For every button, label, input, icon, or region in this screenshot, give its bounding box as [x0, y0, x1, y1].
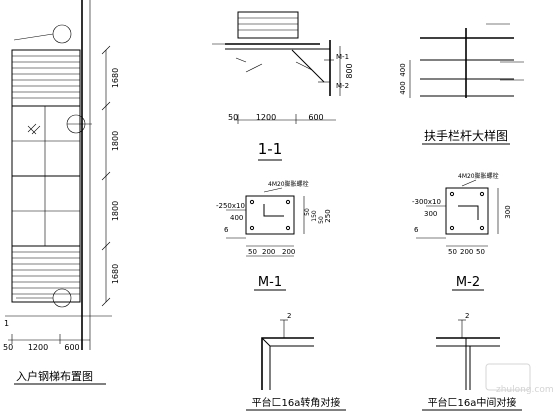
- m1-dim-v-3: 50: [318, 216, 325, 224]
- embed-symbol: [27, 123, 41, 135]
- section-treads: [238, 17, 298, 31]
- plan-dim-v-4: 1680: [111, 264, 120, 284]
- m1-bolt-note: 4M20膨胀螺栓: [268, 180, 309, 188]
- watermark-text: zhulong.com: [496, 385, 554, 395]
- m1-dim-v-total: 250: [324, 209, 332, 222]
- section-dim-v-text: 800: [345, 63, 354, 78]
- upper-flight-treads: [12, 55, 80, 99]
- section-label-m2: M-2: [336, 82, 349, 90]
- m2-title: M-2: [456, 275, 480, 290]
- m1-marker: 6: [224, 226, 229, 234]
- m2-dim-v-total: 300: [504, 205, 512, 218]
- m2-dim-h-3: 50: [476, 248, 485, 256]
- plan-section-marker: 1: [4, 319, 9, 328]
- mid-title: 平台匚16a中间对接: [428, 396, 517, 409]
- corner-joint-detail: 2 平台匚16a转角对接: [246, 312, 346, 411]
- m2-channel: [458, 205, 479, 220]
- section-title: 1-1: [258, 140, 283, 158]
- m2-bolt-note: 4M20膨胀螺栓: [458, 172, 499, 180]
- m1-bolts: [249, 199, 291, 231]
- mid-joint-detail: 2 平台匚16a中间对接: [422, 312, 522, 411]
- corner-title: 平台匚16a转角对接: [252, 396, 341, 409]
- m1-dim-v-2: 150: [311, 210, 318, 222]
- section-dim-h-2: 1200: [256, 113, 276, 122]
- m1-dim-h-2: 200: [262, 248, 275, 256]
- plate-m2: -300x10 300 4M20膨胀螺栓 6 50 200 50 300 M-2: [412, 172, 512, 291]
- railing-dim-2: 400: [399, 81, 407, 94]
- corner-marker: 2: [287, 312, 291, 320]
- section-dim-h-1: 50: [228, 113, 238, 122]
- m2-plate: [445, 187, 489, 235]
- plan-dim-h-3: 600: [64, 343, 79, 352]
- railing-dim-1: 400: [399, 63, 407, 76]
- railing-detail: 400 400 扶手栏杆大样图: [399, 23, 524, 145]
- m2-dim-h-2: 200: [460, 248, 473, 256]
- m2-marker: 6: [414, 226, 419, 234]
- section-upper-flight: [237, 11, 299, 39]
- railing-title: 扶手栏杆大样图: [424, 128, 508, 143]
- section-1-1: 800 M-1 M-2 50 1200 600 1-1: [212, 11, 354, 161]
- lower-flight: [11, 245, 81, 303]
- m1-plate: [245, 195, 295, 235]
- m2-plate-note: -300x10: [412, 198, 441, 206]
- plate-m1: -250x10 400 4M20膨胀螺栓 6 50 200 200 50 150…: [216, 180, 332, 291]
- v-dim-ticks: [101, 45, 111, 307]
- lower-flight-treads: [12, 251, 80, 295]
- corner-channel-inner: [269, 345, 314, 390]
- section-label-m1: M-1: [336, 53, 349, 61]
- mid-marker: 2: [465, 312, 469, 320]
- m1-dim-v-1: 50: [304, 208, 311, 216]
- plan-dim-v-3: 1800: [111, 201, 120, 221]
- stair-plan: 1680 1800 1800 1680 50 1200 600 1 入户钢梯布置…: [3, 0, 120, 385]
- detail-callout-top: [52, 24, 72, 44]
- plan-dim-v-1: 1680: [111, 68, 120, 88]
- plan-dim-h-1: 50: [3, 343, 13, 352]
- plan-title: 入户钢梯布置图: [16, 369, 93, 383]
- m1-title: M-1: [258, 275, 282, 290]
- m1-dim-h-1: 50: [248, 248, 257, 256]
- upper-flight: [11, 49, 81, 107]
- section-leaders: [212, 43, 334, 73]
- corner-weld: [261, 337, 271, 347]
- m2-dim-h-1: 50: [448, 248, 457, 256]
- m1-plate-note: -250x10: [216, 202, 245, 210]
- railing-leaders: [486, 23, 524, 81]
- leader-top: [13, 33, 54, 41]
- plan-dim-v-2: 1800: [111, 131, 120, 151]
- brace-diagonal: [291, 49, 325, 83]
- section-dim-h-3: 600: [308, 113, 323, 122]
- watermark: zhulong.com: [485, 363, 554, 395]
- m1-dim-h-3: 200: [282, 248, 295, 256]
- m1-plate-width: 400: [230, 214, 243, 222]
- plan-dim-h-2: 1200: [28, 343, 48, 352]
- detail-callout-bottom: [52, 288, 72, 308]
- m2-bolts: [449, 191, 485, 231]
- m2-plate-width: 300: [424, 210, 437, 218]
- m1-channel: [263, 204, 284, 217]
